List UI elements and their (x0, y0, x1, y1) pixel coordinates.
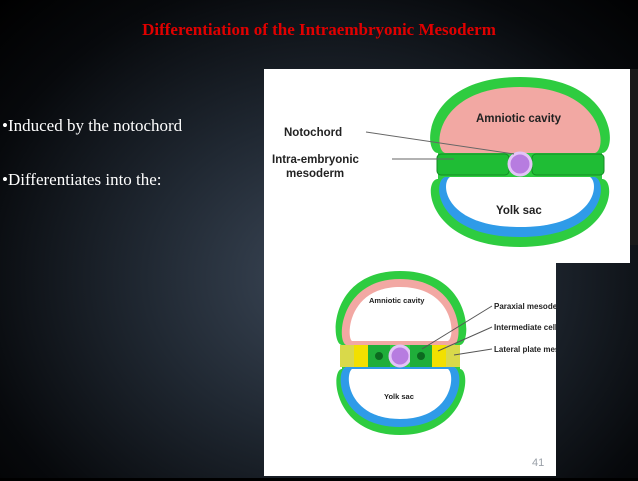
intermediate-cell-mass-right (432, 345, 446, 367)
figure-mesoderm-differentiation: Amniotic cavity Paraxial mesoderm Interm… (264, 263, 584, 476)
paraxial-nucleus-right (417, 352, 425, 360)
lateral-plate-mesoderm-right (446, 345, 460, 367)
label-yolk-sac: Yolk sac (384, 392, 414, 401)
mesoderm-differentiation-diagram: Amniotic cavity Paraxial mesoderm Interm… (335, 271, 584, 435)
label-notochord: Notochord (284, 127, 342, 139)
intermediate-cell-mass-left (354, 345, 368, 367)
mesoderm-right (531, 153, 605, 176)
label-mesoderm-line2: mesoderm (286, 168, 344, 180)
amniotic-cavity-interior (349, 287, 452, 341)
yolk-sac-interior (446, 177, 594, 227)
bullet-induced: •Induced by the notochord (2, 116, 183, 135)
lateral-plate-mesoderm-left (340, 345, 354, 367)
paraxial-pointer (421, 305, 493, 350)
label-intermediate-cell-mass: Intermediate cell mass (494, 323, 556, 332)
amniotic-cavity (439, 87, 601, 153)
label-yolk-sac: Yolk sac (496, 205, 542, 217)
lateral-pointer (453, 348, 493, 356)
figure-edge-strip (630, 69, 638, 245)
label-lateral-plate-mesoderm: Lateral plate mesoderm (494, 345, 556, 354)
yolk-sac-interior (348, 369, 452, 419)
notochord (388, 344, 412, 368)
label-paraxial-mesoderm: Paraxial mesoderm (494, 302, 556, 311)
slide-title: Differentiation of the Intraembryonic Me… (142, 20, 496, 39)
slide-page-number: 41 (532, 457, 545, 469)
paraxial-nucleus-left (375, 352, 383, 360)
figure-trilaminar-disc: Amniotic cavity Notochord Intra-embryoni… (264, 69, 630, 263)
label-mesoderm-line1: Intra-embryonic (272, 154, 360, 166)
label-amniotic-cavity: Amniotic cavity (369, 296, 425, 305)
label-amniotic-cavity: Amniotic cavity (476, 113, 562, 125)
mesoderm-left (436, 153, 510, 176)
bullet-differentiates: •Differentiates into the: (2, 170, 162, 189)
trilaminar-disc-diagram: Amniotic cavity Notochord Intra-embryoni… (272, 77, 610, 247)
notochord-pointer (365, 131, 515, 155)
intermediate-pointer (437, 326, 493, 352)
notochord (507, 151, 533, 177)
